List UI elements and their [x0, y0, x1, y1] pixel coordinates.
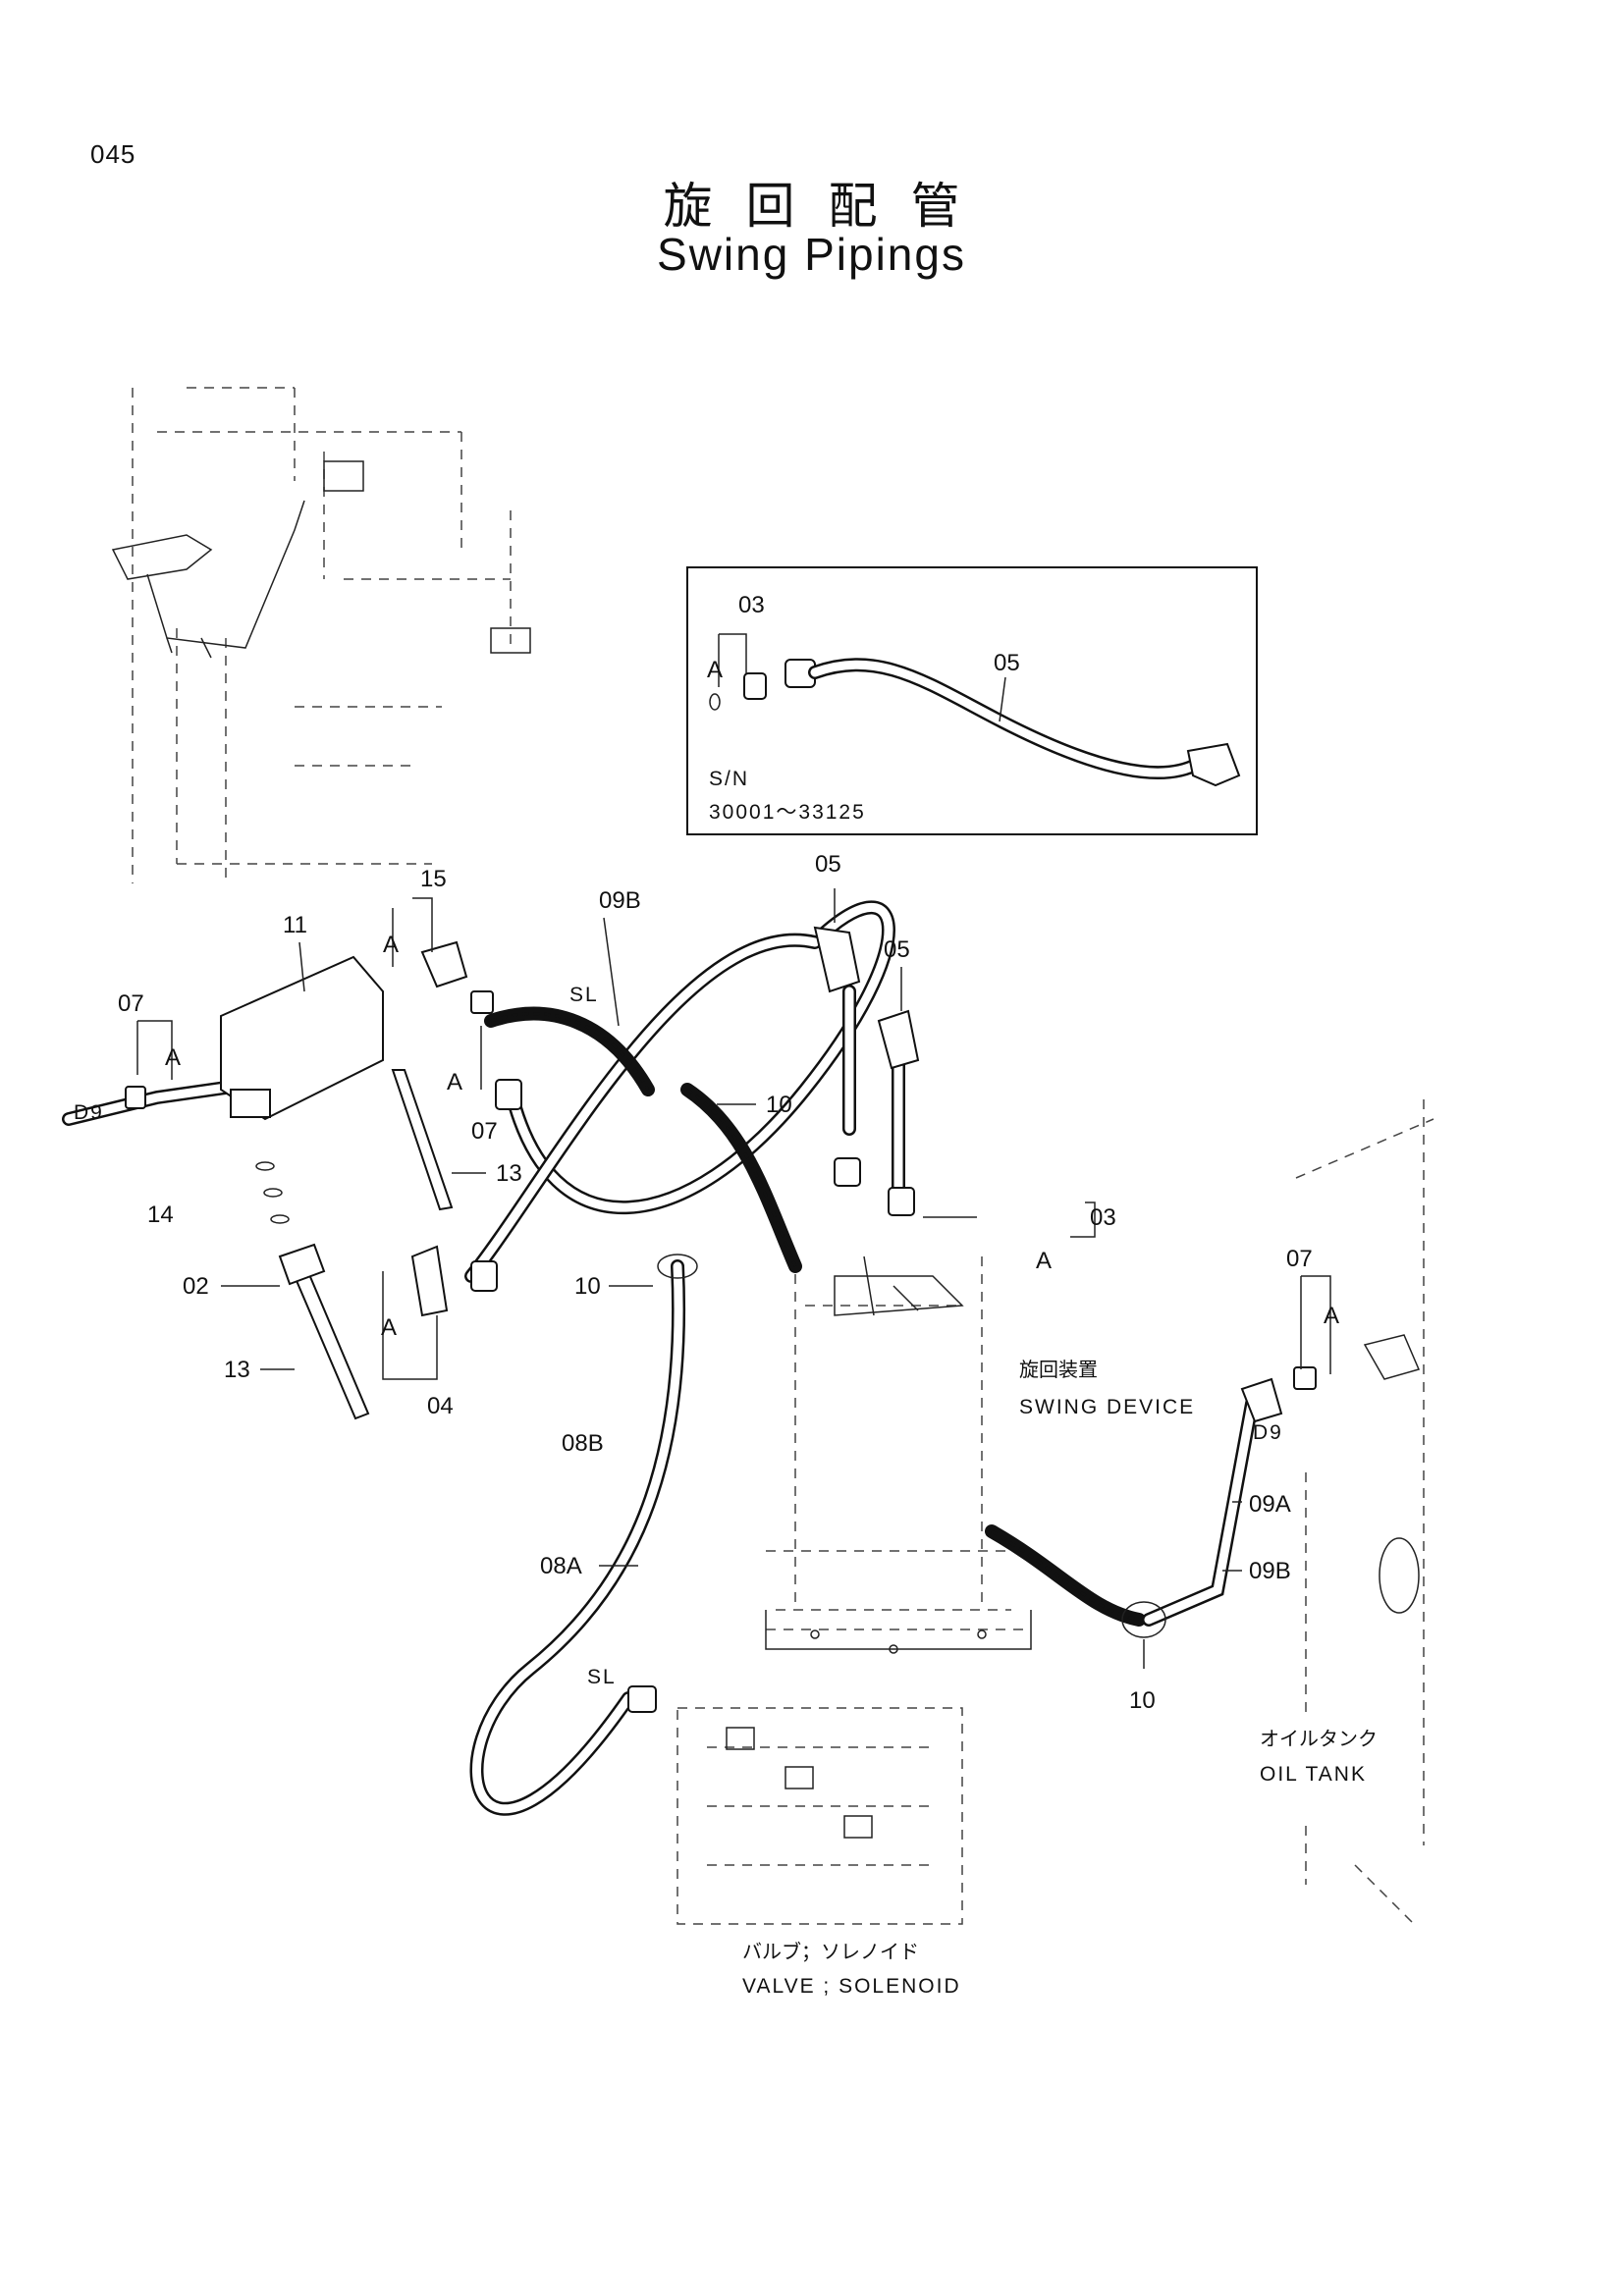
valve-label-ja: バルブ；ソレノイド [742, 1940, 919, 1963]
inset-serial-range: 30001～33125 [709, 801, 866, 824]
tank-port-icon [1379, 1537, 1420, 1614]
elbow-15-icon [420, 940, 468, 988]
elbow-05-top-icon [813, 926, 861, 993]
inset-serial-label: S/N [709, 768, 749, 790]
hose-end-icon [627, 1685, 657, 1713]
callout-07-mid: 07 [471, 1118, 498, 1145]
callout-A-03: A [1036, 1248, 1052, 1274]
component-labels: 旋回装置 SWING DEVICE オイルタンク OIL TANK バルブ；ソレ… [742, 1358, 1378, 1998]
callout-A-07-right: A [1324, 1303, 1339, 1329]
callout-14: 14 [147, 1201, 174, 1228]
inset-label-05: 05 [994, 650, 1020, 676]
swing-device-label-en: SWING DEVICE [1019, 1396, 1195, 1418]
oil-tank-label-ja: オイルタンク [1260, 1727, 1378, 1750]
callout-09B-right: 09B [1249, 1558, 1291, 1584]
oring-14-icon [255, 1161, 275, 1171]
callout-A-07-mid: A [447, 1069, 462, 1095]
callout-A-04: A [381, 1314, 397, 1341]
callout-07-left: 07 [118, 990, 144, 1017]
callout-08A: 08A [540, 1553, 582, 1579]
page-title-english: Swing Pipings [657, 229, 966, 280]
leader-lines [136, 888, 1331, 1669]
callout-D9-left: D9 [74, 1101, 104, 1124]
callout-05-mid: 05 [884, 936, 910, 963]
clamp-10-icon [657, 1254, 698, 1279]
callout-09B-top: 09B [599, 887, 641, 914]
hose-lines [62, 900, 1259, 1816]
page-number: 045 [90, 139, 136, 169]
manifold-port-icon [230, 1089, 271, 1118]
callout-SL-top: SL [569, 984, 599, 1006]
callout-04: 04 [427, 1393, 454, 1419]
manifold-block-icon [220, 955, 384, 1121]
page-title-japanese: 旋回配管 [663, 178, 994, 235]
hose-end-icon [470, 1260, 498, 1292]
valve-label-en: VALVE ; SOLENOID [742, 1975, 961, 1998]
oring-14-icon [270, 1214, 290, 1224]
inset-box: 03 A 05 S/N 30001～33125 [686, 566, 1258, 835]
inset-fitting-icon [743, 672, 767, 700]
swing-device-label-ja: 旋回装置 [1019, 1358, 1098, 1381]
callout-SL-bottom: SL [587, 1666, 617, 1688]
fitting-07-left-icon [125, 1086, 146, 1109]
callout-05-top: 05 [815, 851, 841, 878]
machine-context-sketch [111, 387, 531, 883]
oil-tank-label-en: OIL TANK [1260, 1763, 1367, 1786]
inset-elbow-icon [1186, 742, 1241, 787]
hose-end-right-icon [1240, 1377, 1283, 1423]
fitting-07-mid-icon [470, 990, 494, 1014]
callout-10-bottom: 10 [1129, 1687, 1156, 1714]
fittings [125, 926, 1317, 1713]
inset-oring-icon [709, 693, 721, 711]
swing-device [765, 1255, 1032, 1654]
inset-label-03: 03 [738, 592, 765, 618]
bolt-13-lower-icon [293, 1270, 370, 1420]
hose-end-icon [495, 1079, 522, 1110]
callout-02: 02 [183, 1273, 209, 1300]
clamp-10-bottom-icon [1121, 1601, 1166, 1638]
callout-labels: 15 11 A 07 A A 07 D9 SL 09B 05 05 10 13 … [74, 851, 1339, 1714]
callout-03: 03 [1090, 1204, 1116, 1231]
adapter-04-icon [410, 1245, 449, 1317]
fitting-07-right-icon [1293, 1366, 1317, 1390]
callout-13-lower: 13 [224, 1357, 250, 1383]
connector-03-icon [888, 1187, 915, 1216]
callout-A-07-left: A [165, 1044, 181, 1071]
solenoid-valve [676, 1707, 963, 1925]
oring-14-icon [263, 1188, 283, 1198]
callout-13-upper: 13 [496, 1160, 522, 1187]
callout-10-mid: 10 [766, 1092, 792, 1118]
callout-08B: 08B [562, 1430, 604, 1457]
block-02-icon [278, 1243, 326, 1286]
elbow-05-mid-icon [877, 1009, 920, 1070]
callout-07-right: 07 [1286, 1246, 1313, 1272]
inset-label-A: A [707, 657, 723, 683]
callout-10-left: 10 [574, 1273, 601, 1300]
callout-11: 11 [283, 912, 307, 938]
callout-15: 15 [420, 866, 447, 892]
callout-D9-right: D9 [1253, 1421, 1283, 1444]
callout-A-15: A [383, 932, 399, 958]
connector-03-icon [834, 1157, 861, 1187]
callout-09A: 09A [1249, 1491, 1291, 1518]
oil-tank [1295, 1099, 1434, 1925]
bolt-13-upper-icon [391, 1069, 454, 1211]
